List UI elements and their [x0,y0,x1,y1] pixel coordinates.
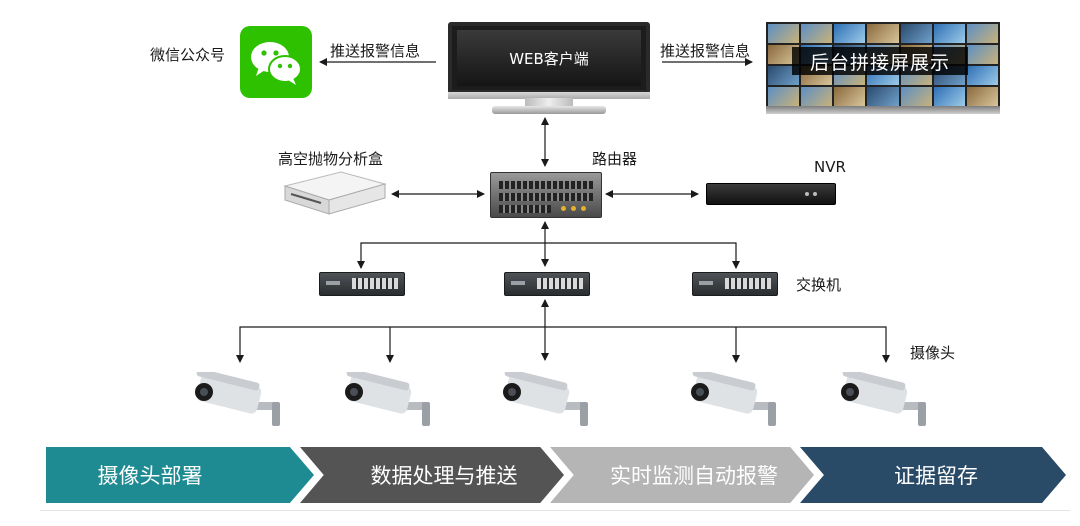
router-label: 路由器 [592,150,638,168]
analyzer-label: 高空抛物分析盒 [278,150,384,168]
camera-icon [498,368,594,432]
nvr-icon [706,183,836,205]
camera-label: 摄像头 [910,344,956,362]
camera-icon [190,368,286,432]
process-step-label: 证据留存 [894,464,978,488]
monitor-stand [525,98,573,108]
monitor-chin [448,92,650,99]
process-step-processing: 数据处理与推送 [300,447,564,503]
wechat-icon [240,26,312,98]
switch-icon [692,272,778,296]
link-switch-bus [360,242,737,268]
switch-icon [319,272,405,296]
monitor-base [492,106,606,114]
camera-bus [239,326,887,360]
bottom-divider [40,510,1070,511]
monitor-icon: WEB客户端 [448,22,650,94]
process-step-label: 实时监测自动报警 [610,464,778,488]
push-alarm-label-right: 推送报警信息 [660,42,751,60]
process-step-label: 摄像头部署 [97,464,203,488]
process-step-alarm: 实时监测自动报警 [550,447,814,503]
analyzer-box-icon [283,170,387,216]
nvr-label: NVR [814,158,846,176]
process-step-evidence: 证据留存 [800,447,1066,503]
video-wall-label: 后台拼接屏展示 [792,47,968,75]
switch-label: 交换机 [796,276,842,294]
web-client-label: WEB客户端 [509,49,589,68]
router-icon [490,172,602,218]
process-step-label: 数据处理与推送 [370,464,518,488]
camera-icon [686,368,782,432]
push-alarm-label-left: 推送报警信息 [330,42,421,60]
wechat-label: 微信公众号 [150,46,226,64]
video-wall-stand [766,106,1000,114]
camera-icon [836,368,932,432]
switch-icon [504,272,590,296]
camera-icon [340,368,436,432]
process-step-deploy: 摄像头部署 [46,447,314,503]
